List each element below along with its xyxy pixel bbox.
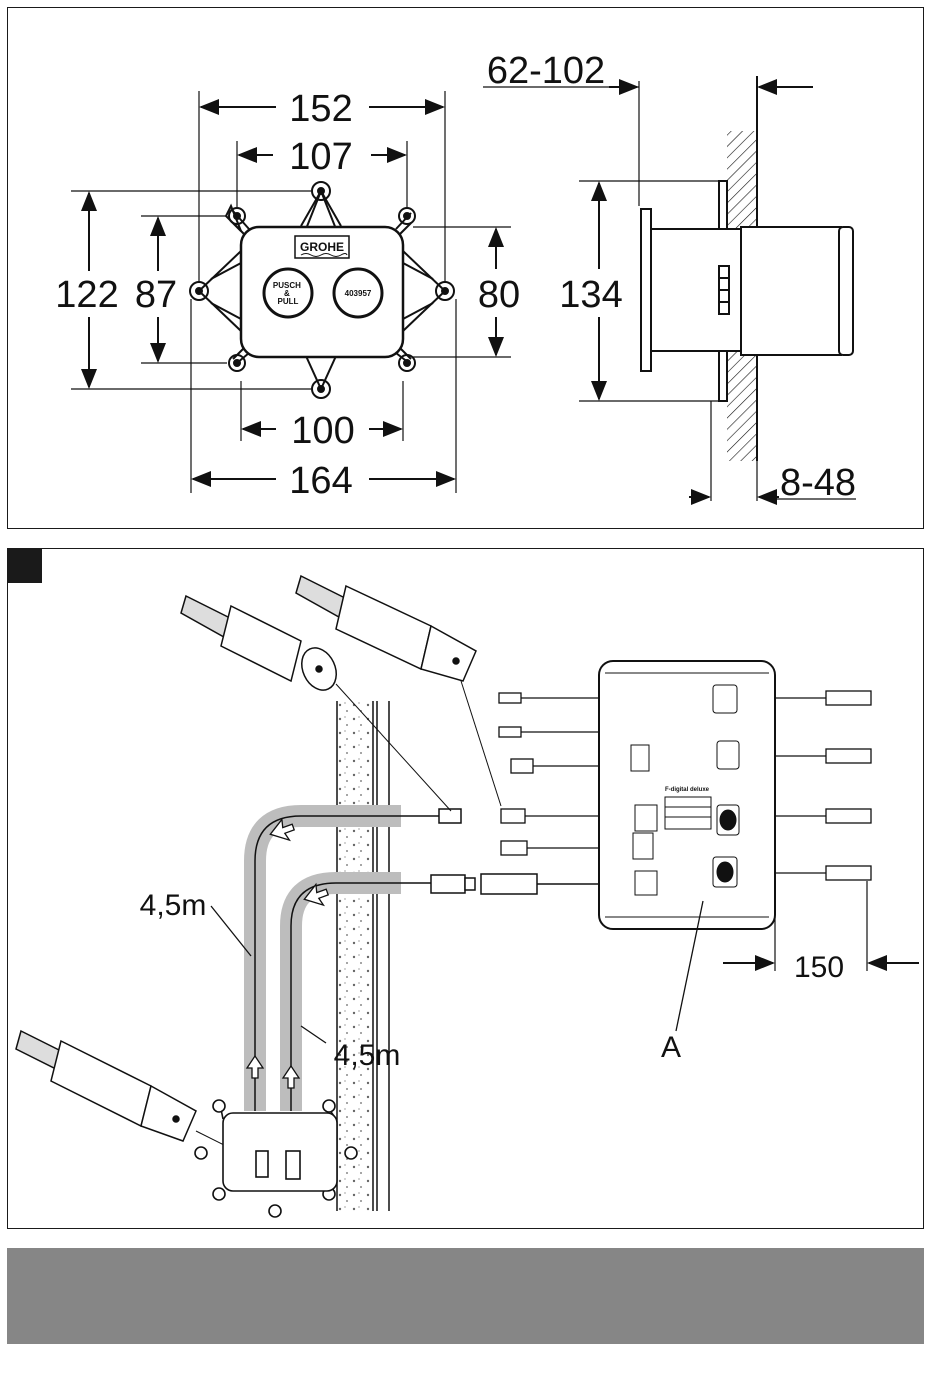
connector-lower-illustration (16, 1031, 196, 1141)
dim-164: 164 (289, 460, 352, 502)
wall-section (337, 701, 389, 1211)
footer-band (7, 1248, 924, 1344)
junction-box (195, 1100, 357, 1217)
dim-62-102: 62-102 (487, 50, 605, 92)
dim-152: 152 (289, 88, 352, 130)
cable-length-label-2: 4,5m (334, 1039, 401, 1072)
dimension-drawing: GROHE PUSCH & PULL 403957 (8, 8, 925, 530)
dim-87: 87 (135, 274, 177, 316)
dim-134: 134 (559, 274, 622, 316)
dim-80: 80 (478, 274, 520, 316)
dim-100: 100 (291, 410, 354, 452)
installation-drawing: F-digital deluxe 150 4,5m (8, 549, 925, 1230)
box-side-view (641, 76, 853, 461)
box-front-view (190, 182, 454, 398)
dimension-drawing-panel: GROHE PUSCH & PULL 403957 (7, 7, 924, 529)
module-cables-right (775, 691, 871, 880)
control-module (599, 661, 775, 929)
connector-male-illustration (181, 596, 343, 696)
brand-logo: GROHE (300, 240, 344, 254)
dim-8-48: 8-48 (780, 462, 856, 504)
dim-122: 122 (55, 274, 118, 316)
module-cables-left (499, 693, 599, 855)
callout-a: A (661, 1031, 681, 1064)
button-code-label: 403957 (345, 289, 372, 298)
module-title: F-digital deluxe (665, 787, 710, 793)
dim-150: 150 (794, 951, 844, 984)
installation-drawing-panel: F-digital deluxe 150 4,5m (7, 548, 924, 1229)
dim-107: 107 (289, 136, 352, 178)
cable-length-label-1: 4,5m (140, 889, 207, 922)
